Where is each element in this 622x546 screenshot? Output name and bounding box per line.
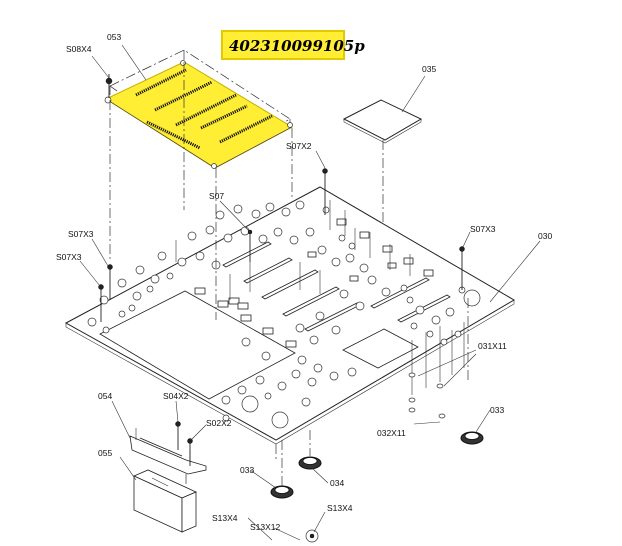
label-053: 053 [107, 32, 121, 42]
label-032x11: 032X11 [377, 428, 406, 438]
label-s07x2: S07X2 [286, 141, 312, 151]
part-number: 402310099105p [229, 37, 365, 55]
part-number-badge [221, 30, 345, 60]
label-033-right: 033 [490, 405, 504, 415]
label-s07x3-left-upper: S07X3 [68, 229, 94, 239]
label-s13x4-left: S13X4 [212, 513, 238, 523]
foot-033-left [270, 485, 294, 499]
label-034: 034 [330, 478, 344, 488]
label-030: 030 [538, 231, 552, 241]
foot-033-right [460, 431, 484, 445]
label-031x11: 031X11 [478, 341, 507, 351]
label-s07x3-left-lower: S07X3 [56, 252, 82, 262]
label-s13x4-right: S13X4 [327, 503, 353, 513]
plate-030 [64, 62, 515, 460]
label-s04x2: S04X2 [163, 391, 189, 401]
connector-055 [133, 469, 197, 533]
pcb-053 [104, 49, 294, 169]
spacers-031-032 [408, 322, 477, 425]
label-033-left: 033 [240, 465, 254, 475]
label-s07: S07 [209, 191, 224, 201]
label-s13x12: S13X12 [250, 522, 281, 532]
label-054: 054 [98, 391, 112, 401]
label-035: 035 [422, 64, 436, 74]
label-s07x3-right: S07X3 [470, 224, 496, 234]
label-s08x4: S08X4 [66, 44, 92, 54]
label-s02x2: S02X2 [206, 418, 232, 428]
foot-034 [298, 456, 322, 470]
label-055: 055 [98, 448, 112, 458]
bracket-054 [129, 421, 207, 496]
leader-lines [79, 44, 541, 541]
feet-033-034 [270, 430, 484, 543]
